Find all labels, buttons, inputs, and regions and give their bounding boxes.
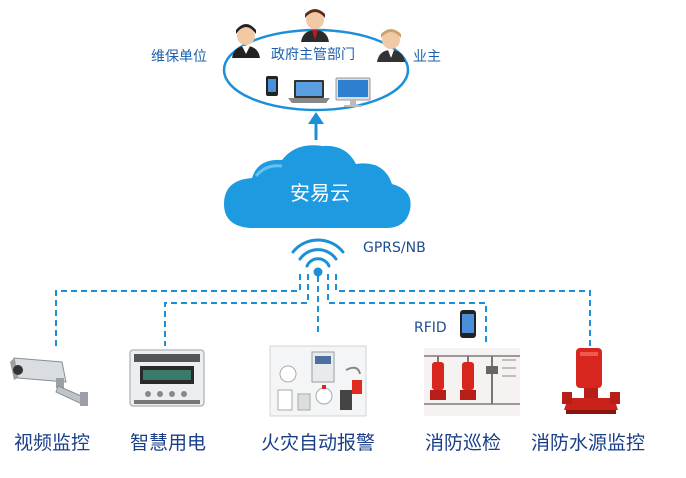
device-label-fire-alarm: 火灾自动报警 (261, 432, 376, 454)
fire-alarm-devices-icon (269, 345, 367, 417)
desktop-computer-icon (335, 77, 371, 107)
rfid-label: RFID (414, 320, 447, 336)
owner-label: 业主 (413, 49, 441, 65)
smartphone-icon (266, 76, 278, 96)
fire-water-pump-icon (562, 348, 620, 414)
owner-person-icon (377, 29, 405, 62)
device-label-electricity: 智慧用电 (130, 432, 207, 454)
laptop-icon (288, 80, 330, 103)
device-label-water-source: 消防水源监控 (531, 432, 646, 454)
fire-pump-station-icon (424, 348, 520, 416)
maintenance-person-icon (232, 24, 260, 58)
government-department-label: 政府主管部门 (271, 47, 355, 63)
network-lines (55, 274, 591, 346)
wireless-signal-icon (291, 238, 345, 277)
up-arrow-icon (308, 112, 324, 140)
electric-meter-icon (129, 349, 205, 407)
network-protocol-label: GPRS/NB (363, 240, 426, 256)
cloud-icon (224, 145, 411, 228)
security-camera-icon (10, 357, 88, 406)
government-person-icon (301, 9, 329, 42)
cloud-label: 安易云 (290, 181, 350, 205)
device-label-video: 视频监控 (14, 432, 91, 454)
rfid-phone-icon (460, 310, 476, 338)
device-label-inspection: 消防巡检 (425, 432, 502, 454)
maintenance-unit-label: 维保单位 (151, 49, 207, 65)
